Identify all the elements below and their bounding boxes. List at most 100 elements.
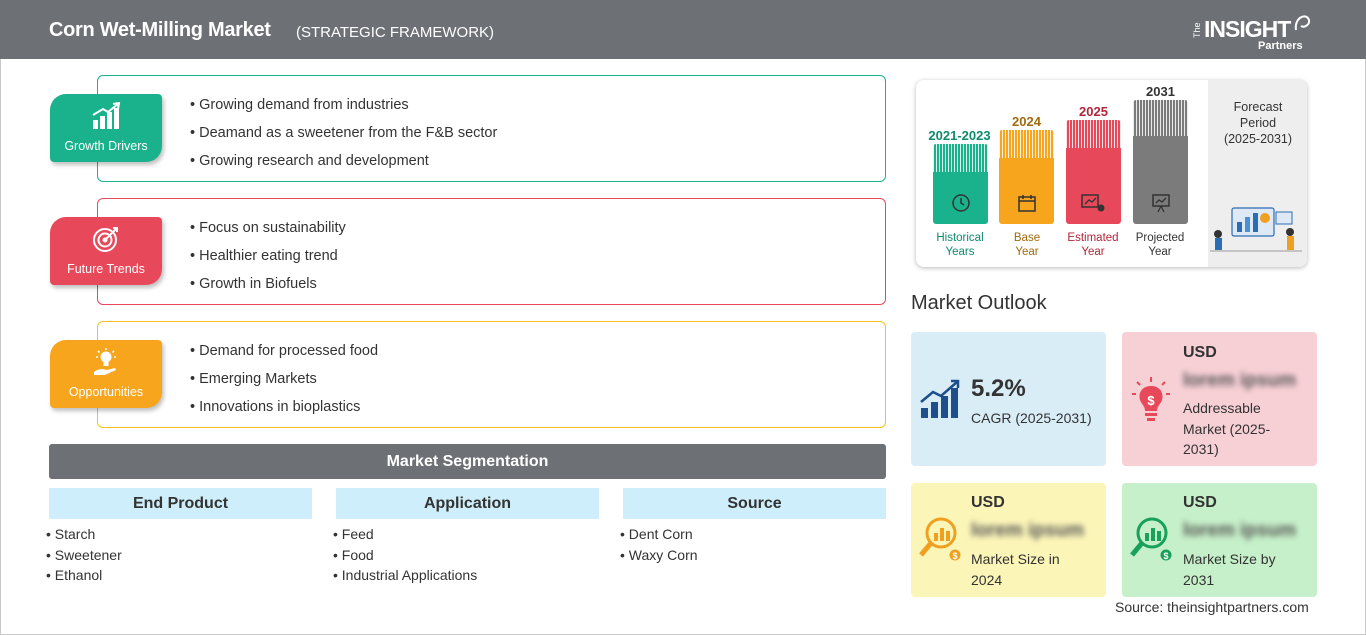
end-product-list: Starch Sweetener Ethanol [46, 526, 122, 588]
currency-label: USD [971, 494, 1005, 511]
svg-text:$: $ [952, 551, 957, 561]
year-label-historical: 2021-2023 [928, 128, 991, 143]
source-list: Dent Corn Waxy Corn [620, 526, 698, 567]
opportunities-list: Demand for processed food Emerging Marke… [98, 322, 885, 426]
list-item: Demand for processed food [190, 342, 885, 370]
bar-estimated [1066, 120, 1121, 224]
year-label-projected: 2031 [1146, 84, 1175, 99]
list-item: Focus on sustainability [190, 219, 885, 247]
lightbulb-hand-icon [94, 348, 116, 375]
future-trends-card: Focus on sustainability Healthier eating… [97, 198, 886, 305]
forecast-line: Period [1239, 116, 1277, 130]
size-2024-value: lorem ipsum [971, 520, 1084, 541]
logo-partners: Partners [1258, 40, 1303, 52]
size-2031-value: lorem ipsum [1183, 520, 1296, 541]
list-item: Sweetener [46, 547, 122, 568]
cagr-label: CAGR (2025-2031) [971, 410, 1092, 426]
caption-line: Year [1148, 246, 1172, 258]
bar-projected [1133, 100, 1188, 224]
growth-drivers-label: Growth Drivers [64, 139, 148, 153]
caption-base: Base Year [992, 231, 1062, 259]
label-line: Market Size by [1183, 551, 1276, 567]
segment-heading-source: Source [623, 488, 886, 519]
size-2031-label: Market Size by 2031 [1183, 549, 1276, 590]
source-credit[interactable]: Source: theinsightpartners.com [1115, 599, 1309, 615]
market-segmentation-header: Market Segmentation [49, 444, 886, 479]
header-bar: Corn Wet-Milling Market (STRATEGIC FRAME… [0, 0, 1366, 59]
growth-drivers-card: Growing demand from industries Deamand a… [97, 75, 886, 182]
segment-heading-application: Application [336, 488, 599, 519]
list-item: Emerging Markets [190, 370, 885, 398]
dollar-bulb-icon: $ [1132, 377, 1170, 421]
page-title: Corn Wet-Milling Market [49, 19, 271, 41]
caption-line: Base [1013, 232, 1041, 244]
caption-estimated: Estimated Year [1058, 231, 1128, 259]
year-label-base: 2024 [1012, 114, 1041, 129]
svg-text:$: $ [1163, 551, 1168, 561]
caption-projected: Projected Year [1125, 231, 1195, 259]
addressable-label: Addressable Market (2025- 2031) [1183, 398, 1270, 460]
future-trends-list: Focus on sustainability Healthier eating… [98, 199, 885, 303]
caption-historical: Historical Years [925, 231, 995, 259]
list-item: Food [333, 547, 477, 568]
calendar-icon [1018, 195, 1036, 212]
bar-chart-growth-icon [92, 102, 121, 129]
growth-drivers-badge: Growth Drivers [50, 94, 162, 162]
caption-line: Historical [936, 232, 984, 244]
list-item: Dent Corn [620, 526, 698, 547]
bar-base [999, 130, 1054, 224]
addressable-value: lorem ipsum [1183, 370, 1296, 391]
growth-chart-icon [920, 379, 960, 418]
list-item: Healthier eating trend [190, 247, 885, 275]
growth-drivers-list: Growing demand from industries Deamand a… [98, 76, 885, 180]
label-line: Addressable [1183, 400, 1261, 416]
cagr-value: 5.2% [971, 375, 1026, 402]
logo-insight: INSIGHT [1204, 16, 1291, 42]
future-trends-badge: Future Trends [50, 217, 162, 285]
year-label-estimated: 2025 [1079, 104, 1108, 119]
page-subtitle: (STRATEGIC FRAMEWORK) [296, 24, 495, 41]
list-item: Growing research and development [190, 152, 885, 180]
logo-the: The [1192, 22, 1202, 38]
insight-partners-logo[interactable]: The INSIGHT Partners [1192, 10, 1312, 54]
opportunities-card: Demand for processed food Emerging Marke… [97, 321, 886, 428]
segment-heading-end-product: End Product [49, 488, 312, 519]
list-item: Industrial Applications [333, 567, 477, 588]
label-line: 2024 [971, 571, 1003, 588]
list-item: Deamand as a sweetener from the F&B sect… [190, 124, 885, 152]
forecast-line: Forecast [1233, 100, 1283, 114]
logo-swoosh-icon [1294, 15, 1311, 31]
magnifier-chart-icon: $ [919, 517, 961, 561]
label-line: Market Size in [971, 551, 1060, 567]
bar-historical [933, 144, 988, 224]
forecast-range: (2025-2031) [1223, 132, 1293, 146]
caption-line: Year [1081, 246, 1105, 258]
list-item: Growth in Biofuels [190, 275, 885, 303]
opportunities-label: Opportunities [68, 385, 144, 399]
size-2024-label: Market Size in 2024 [971, 549, 1060, 590]
future-trends-label: Future Trends [67, 262, 145, 276]
list-item: Feed [333, 526, 477, 547]
forecast-analysts-illustration [1210, 207, 1302, 252]
label-line: Market (2025- [1183, 420, 1271, 437]
svg-text:$: $ [1147, 393, 1155, 408]
magnifier-chart-icon: $ [1130, 517, 1172, 561]
opportunities-badge: Opportunities [50, 340, 162, 408]
target-icon [93, 227, 118, 252]
presentation-board-icon [1152, 194, 1170, 213]
list-item: Ethanol [46, 567, 122, 588]
label-line: 2031) [1183, 441, 1219, 457]
bar-stripes [1133, 100, 1188, 136]
cagr-box: 5.2% CAGR (2025-2031) [911, 332, 1106, 466]
forecast-period-text: Forecast Period (2025-2031) [1214, 99, 1302, 147]
market-size-2031-box: $ USD lorem ipsum Market Size by 2031 [1122, 483, 1317, 597]
list-item: Growing demand from industries [190, 96, 885, 124]
list-item: Innovations in bioplastics [190, 398, 885, 426]
bar-stripes [1066, 120, 1121, 148]
list-item: Starch [46, 526, 122, 547]
application-list: Feed Food Industrial Applications [333, 526, 477, 588]
currency-label: USD [1183, 494, 1217, 511]
bar-stripes [933, 144, 988, 172]
currency-label: USD [1183, 344, 1217, 361]
caption-line: Years [945, 246, 975, 258]
